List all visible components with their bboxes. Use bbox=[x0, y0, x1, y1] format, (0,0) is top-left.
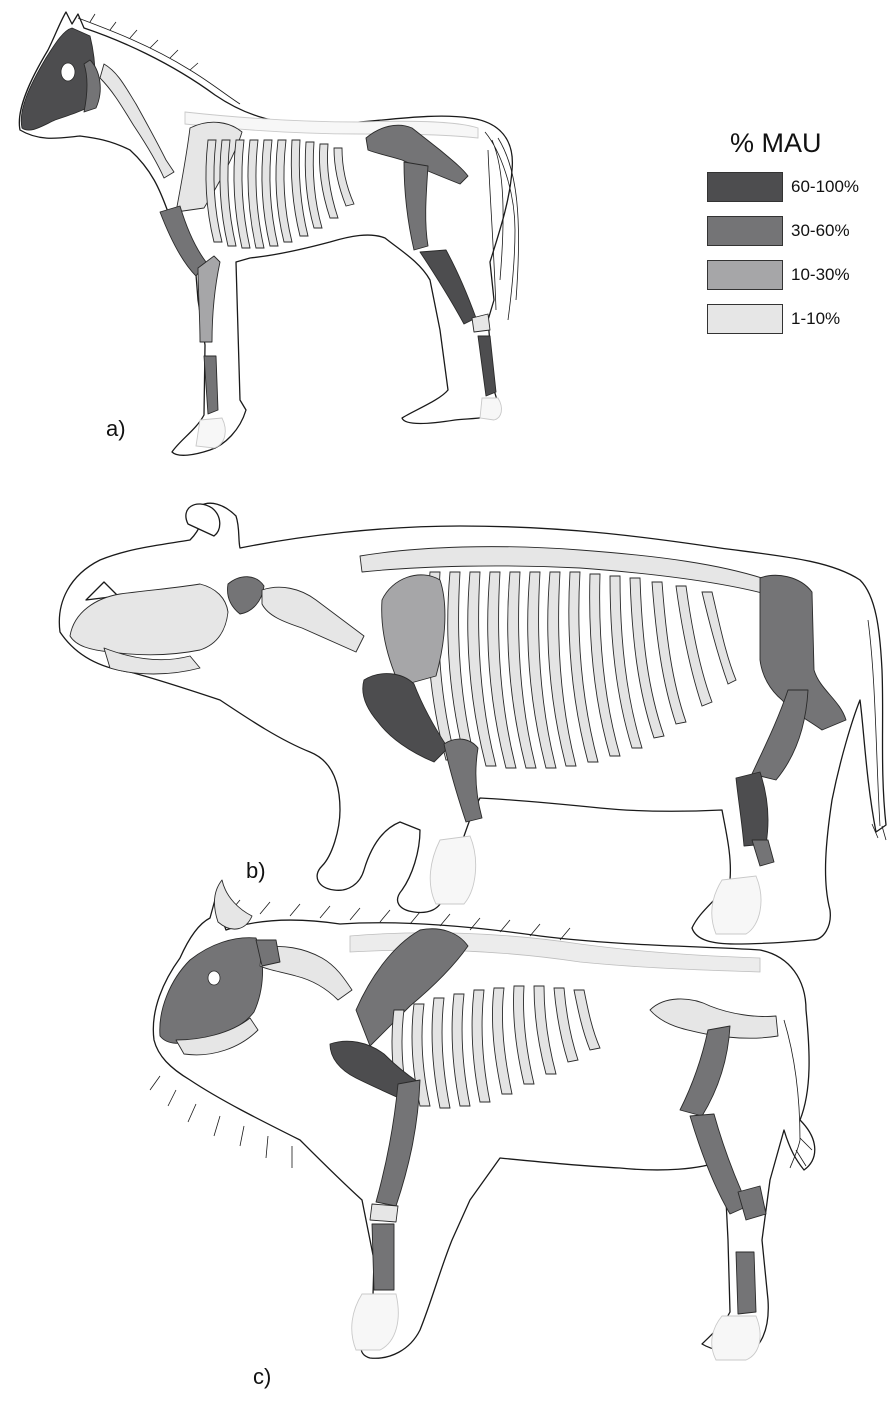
legend-swatch bbox=[707, 172, 783, 202]
legend-item: 30-60% bbox=[707, 216, 877, 250]
bison-rear-phalanges bbox=[712, 1316, 760, 1360]
legend-item: 60-100% bbox=[707, 172, 877, 206]
bison-rear-metatarsal bbox=[736, 1252, 756, 1314]
bison-front-metacarpal bbox=[372, 1224, 394, 1290]
legend-label: 30-60% bbox=[791, 221, 850, 241]
panel-label-a: a) bbox=[106, 416, 126, 442]
horse-eye-orbit bbox=[61, 63, 75, 81]
panel-c-bison bbox=[150, 880, 815, 1360]
bison-front-carpals bbox=[370, 1204, 398, 1222]
panel-a-horse bbox=[19, 12, 518, 455]
legend-item: 1-10% bbox=[707, 304, 877, 338]
bison-horn bbox=[215, 880, 252, 929]
panel-label-c: c) bbox=[253, 1364, 271, 1390]
horse-rear-phalanges bbox=[480, 398, 501, 420]
bison-eye-orbit bbox=[208, 971, 220, 985]
legend-label: 10-30% bbox=[791, 265, 850, 285]
legend-label: 1-10% bbox=[791, 309, 840, 329]
rhino-rear-foot bbox=[712, 876, 761, 934]
panel-label-b: b) bbox=[246, 858, 266, 884]
rhino-front-foot bbox=[430, 836, 475, 904]
panel-b-rhinoceros bbox=[59, 503, 886, 944]
legend-item: 10-30% bbox=[707, 260, 877, 294]
legend-swatch bbox=[707, 216, 783, 246]
horse-front-phalanges bbox=[196, 418, 225, 448]
legend-title: % MAU bbox=[730, 128, 822, 159]
legend-swatch bbox=[707, 260, 783, 290]
legend-swatch bbox=[707, 304, 783, 334]
legend-label: 60-100% bbox=[791, 177, 859, 197]
